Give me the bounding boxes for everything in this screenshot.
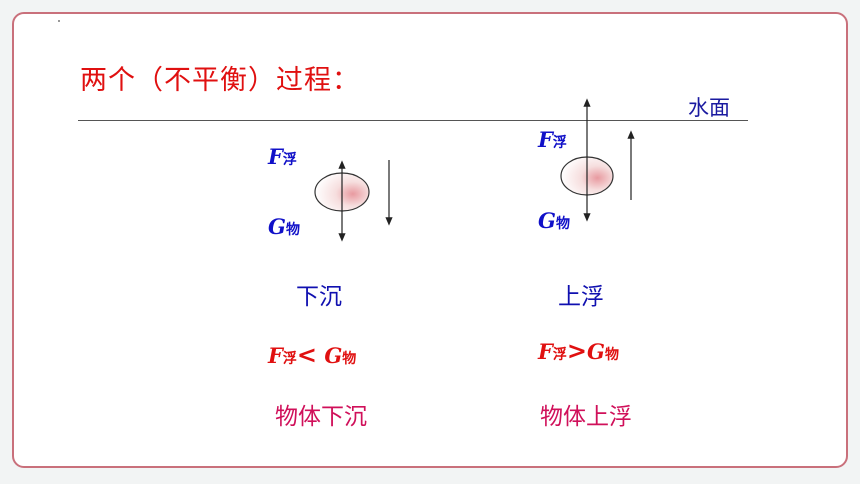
slide-frame [12, 12, 848, 468]
slide-title: 两个（不平衡）过程： [80, 65, 360, 96]
right-buoyancy-label: F浮 [538, 127, 567, 152]
right-comparison: F浮>G物 [538, 336, 619, 365]
right-result-label: 物体上浮 [540, 404, 632, 430]
left-gravity-label: G物 [268, 214, 300, 239]
right-state-label: 上浮 [558, 284, 604, 310]
water-surface-line [78, 120, 748, 121]
right-gravity-label: G物 [538, 208, 570, 233]
decor-dot [58, 20, 60, 22]
left-comparison: F浮< G物 [268, 340, 357, 369]
left-state-label: 下沉 [296, 284, 342, 310]
left-buoyancy-label: F浮 [268, 144, 297, 169]
water-surface-label: 水面 [688, 96, 730, 120]
left-result-label: 物体下沉 [275, 404, 367, 430]
